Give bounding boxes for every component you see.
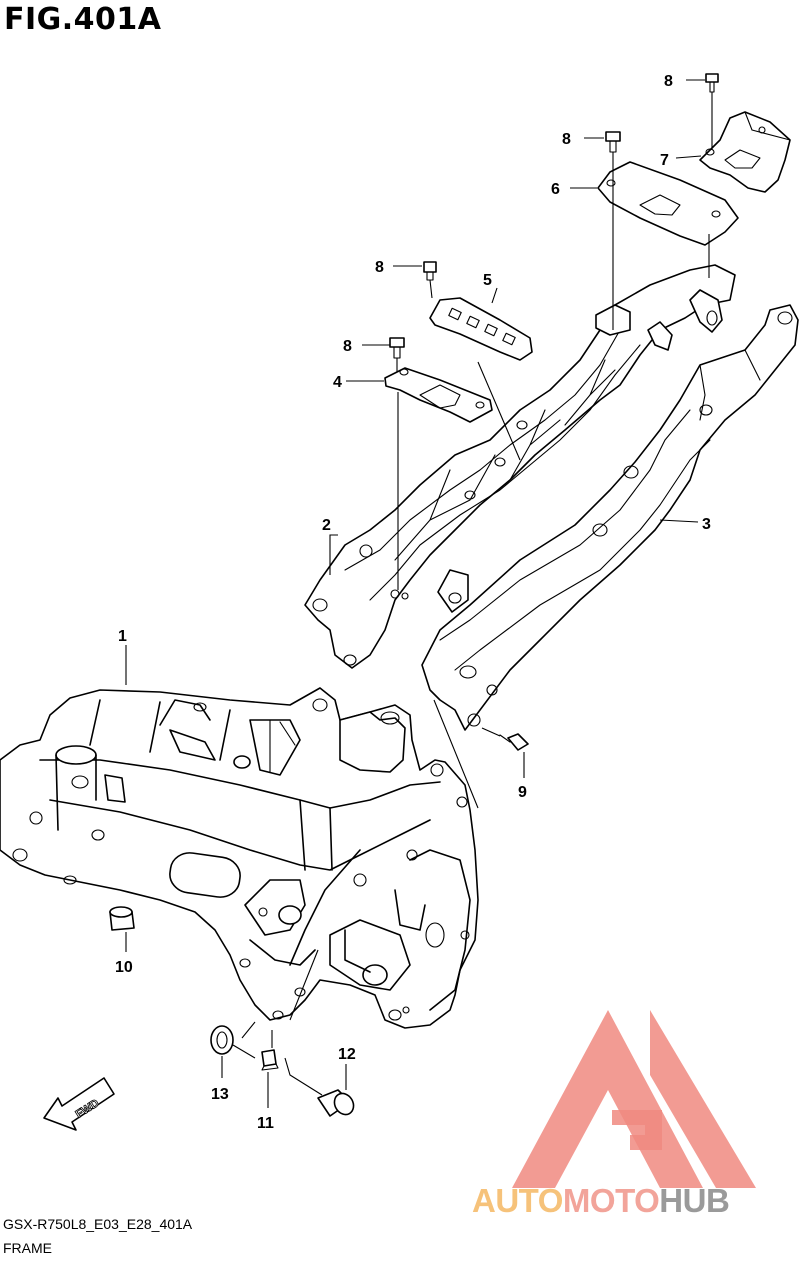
bolt-11 bbox=[261, 1049, 279, 1071]
watermark-text-auto: AUTO bbox=[472, 1182, 563, 1219]
part-label-8-d: 8 bbox=[343, 338, 352, 355]
part-label-13: 13 bbox=[211, 1086, 229, 1103]
bolt-9 bbox=[499, 733, 529, 751]
part-label-11: 11 bbox=[257, 1115, 274, 1132]
watermark-text-moto: MOTO bbox=[563, 1182, 659, 1219]
watermark-logo: AUTOMOTOHUB bbox=[472, 1010, 756, 1219]
part-label-10: 10 bbox=[115, 959, 133, 976]
nut-13 bbox=[210, 1025, 234, 1055]
bolt-8-a bbox=[705, 73, 719, 93]
bracket-5 bbox=[429, 297, 533, 361]
part-label-12: 12 bbox=[338, 1046, 356, 1063]
part-label-8-a: 8 bbox=[664, 73, 673, 90]
plate-6 bbox=[597, 161, 739, 246]
part-label-4: 4 bbox=[333, 374, 342, 391]
part-label-1: 1 bbox=[118, 628, 127, 645]
figure-code: GSX-R750L8_E03_E28_401A bbox=[3, 1216, 193, 1232]
bushing-10 bbox=[109, 906, 135, 931]
part-label-7: 7 bbox=[660, 152, 669, 169]
part-label-8-b: 8 bbox=[562, 131, 571, 148]
bolt-12 bbox=[317, 1089, 355, 1117]
figure-title: FIG.401A bbox=[4, 2, 162, 37]
seat-rail-left bbox=[304, 264, 736, 669]
bolt-8-d bbox=[389, 337, 405, 359]
part-label-2: 2 bbox=[322, 517, 331, 534]
leader-lines bbox=[125, 79, 713, 1108]
main-frame bbox=[0, 687, 479, 1029]
svg-text:AUTOMOTOHUB: AUTOMOTOHUB bbox=[472, 1182, 729, 1219]
seat-rail-right bbox=[421, 304, 799, 731]
watermark-text-hub: HUB bbox=[659, 1182, 729, 1219]
part-label-5: 5 bbox=[483, 272, 492, 289]
bracket-7 bbox=[699, 111, 791, 193]
part-labels: 1 2 3 4 5 6 7 8 8 8 8 9 10 11 12 13 bbox=[115, 73, 711, 1132]
part-label-6: 6 bbox=[551, 181, 560, 198]
bracket-4 bbox=[384, 367, 493, 423]
bolt-8-b bbox=[605, 131, 621, 153]
figure-name: FRAME bbox=[3, 1240, 52, 1256]
part-label-3: 3 bbox=[702, 516, 711, 533]
part-label-9: 9 bbox=[518, 784, 527, 801]
part-label-8-c: 8 bbox=[375, 259, 384, 276]
bolt-8-c bbox=[423, 261, 437, 281]
fwd-arrow-icon: FWD bbox=[43, 1077, 115, 1131]
